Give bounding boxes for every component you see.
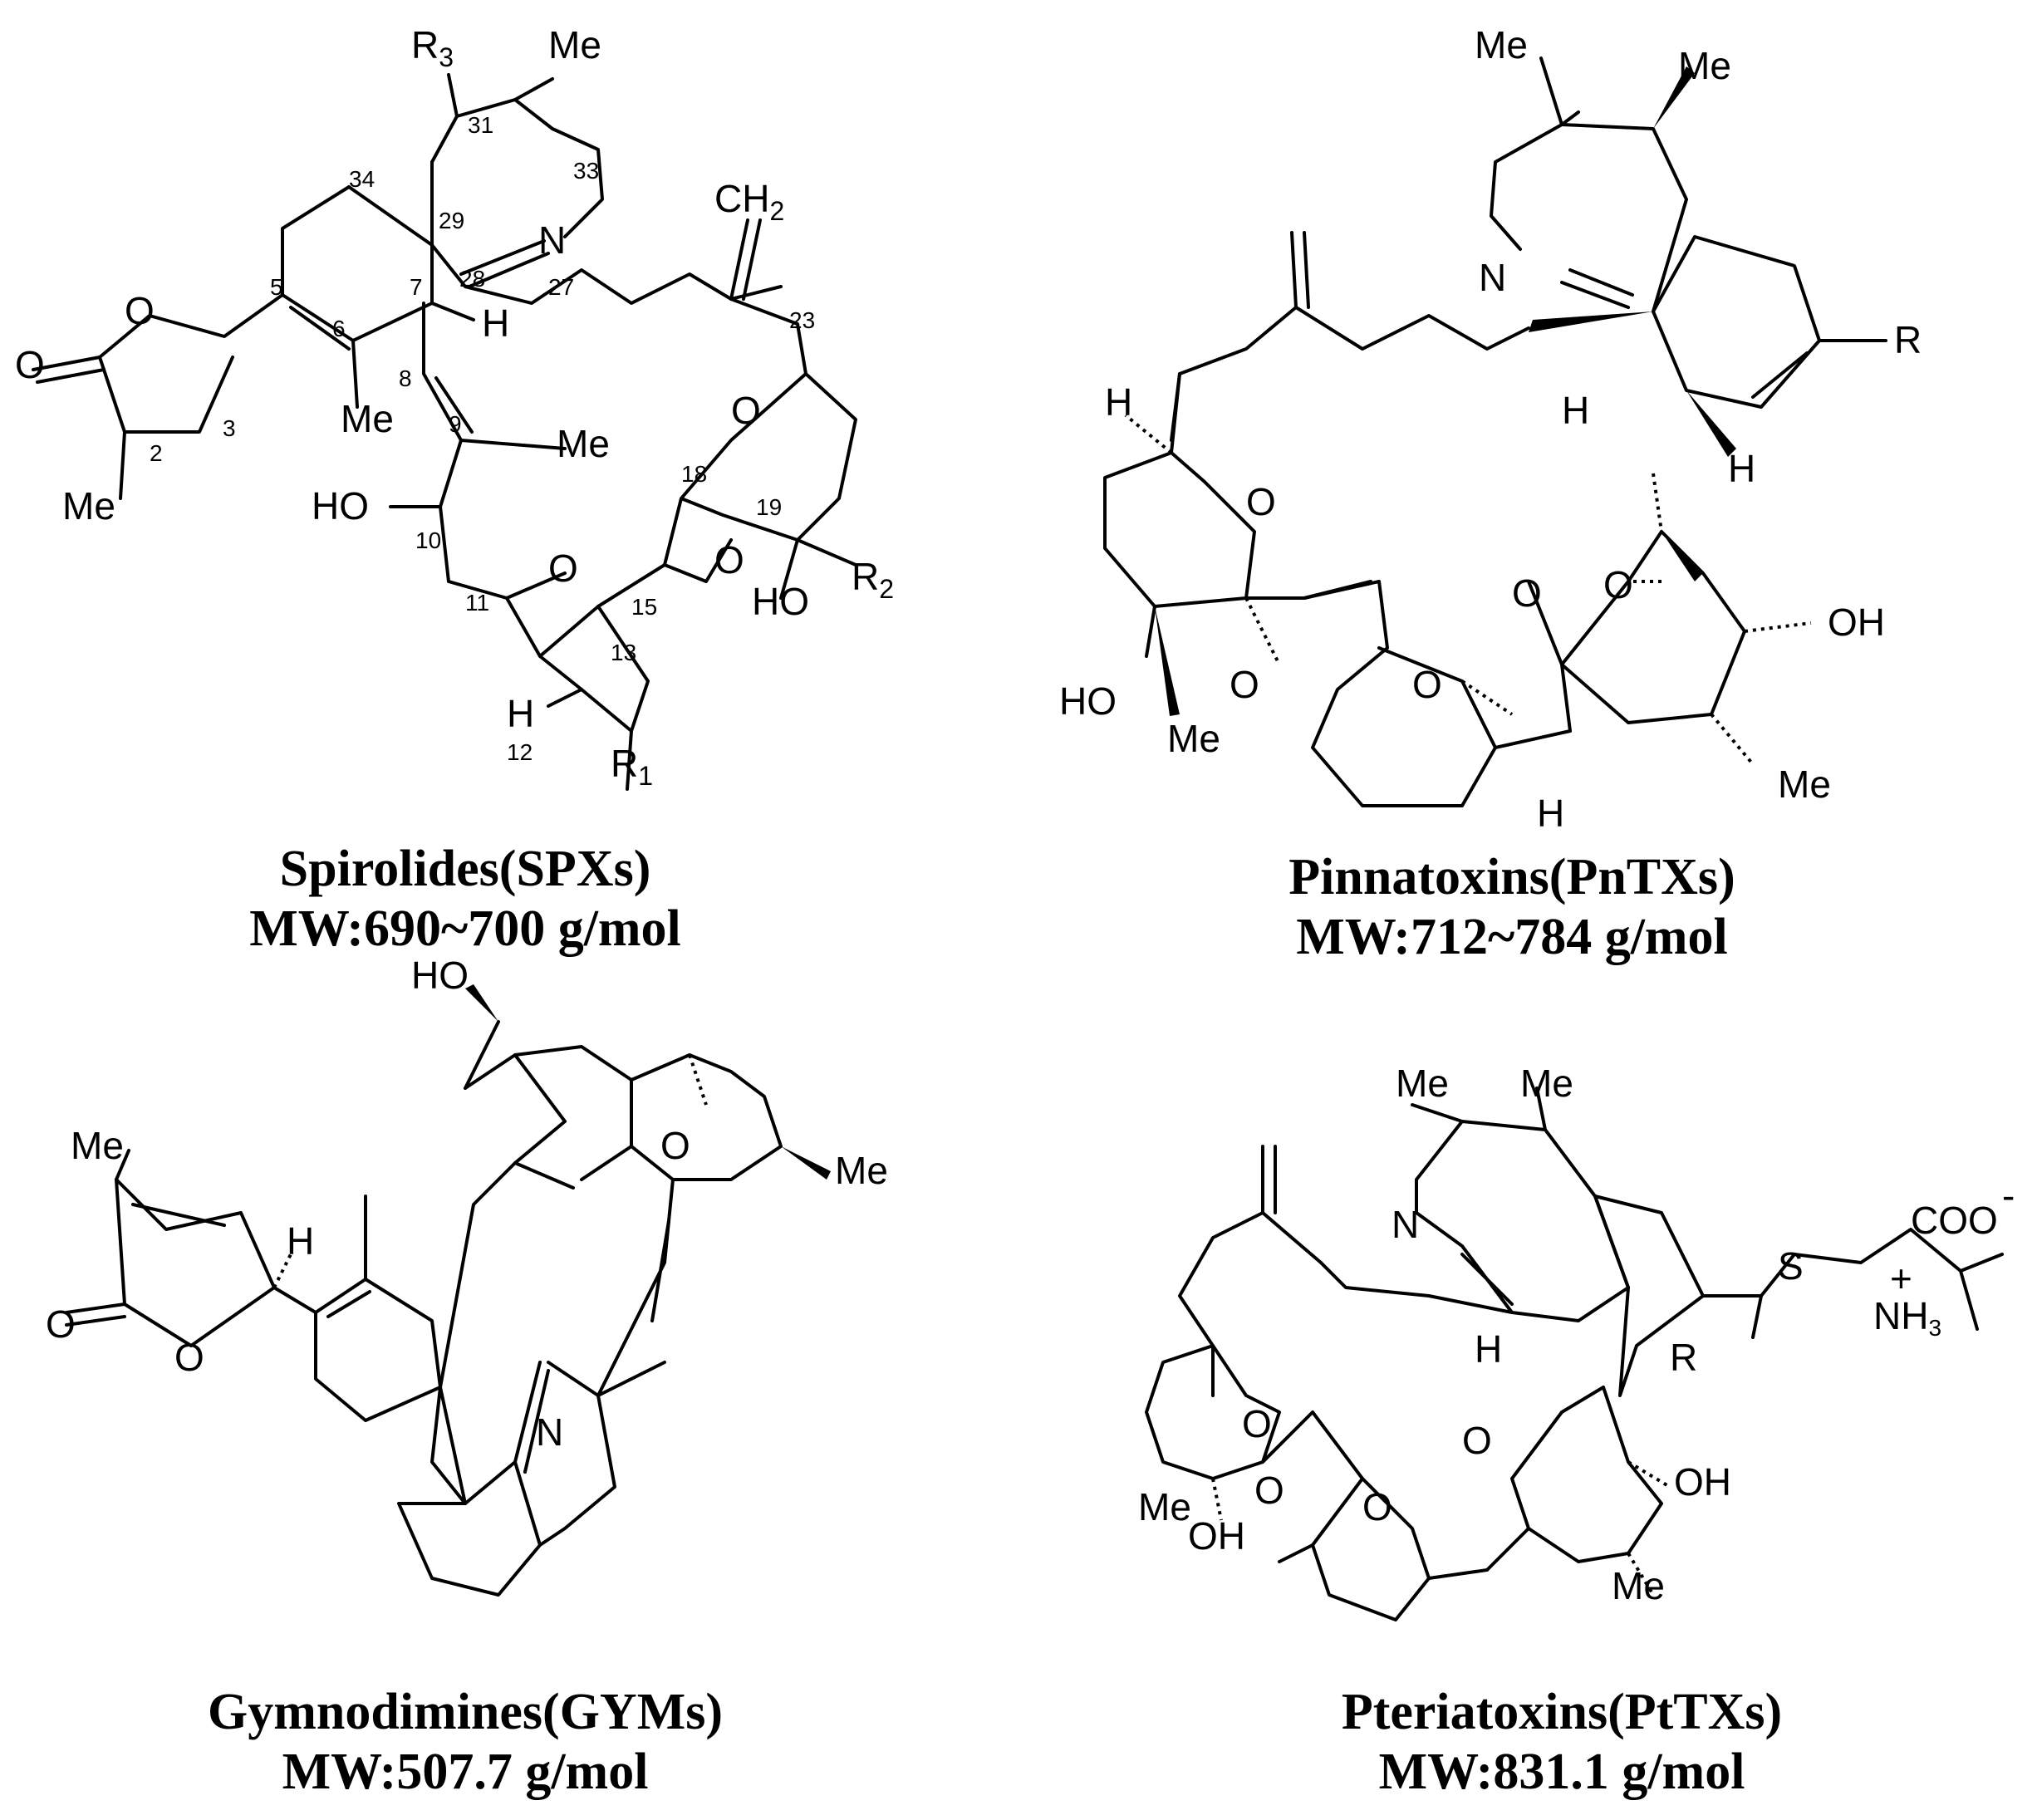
svg-text:13: 13 xyxy=(611,640,636,665)
svg-text:COO: COO xyxy=(1911,1199,1998,1242)
svg-text:Me: Me xyxy=(1475,23,1528,66)
svg-text:18: 18 xyxy=(681,461,707,487)
svg-text:Me: Me xyxy=(341,397,394,440)
svg-text:7: 7 xyxy=(410,274,423,300)
svg-text:O: O xyxy=(15,343,45,386)
svg-text:Me: Me xyxy=(62,484,115,527)
svg-text:Me: Me xyxy=(1612,1564,1665,1607)
svg-text:34: 34 xyxy=(349,166,375,192)
pinnatoxins-name: Pinnatoxins(PnTXs) xyxy=(1288,849,1735,905)
svg-text:NH3: NH3 xyxy=(1873,1294,1941,1341)
gymnodimines-caption: Gymnodimines(GYMs) MW:507.7 g/mol xyxy=(150,1682,781,1802)
svg-text:9: 9 xyxy=(449,411,462,437)
svg-text:O: O xyxy=(1242,1402,1272,1445)
svg-text:31: 31 xyxy=(468,112,493,138)
gymnodimines-structure: HO Me O Me H O O N xyxy=(46,954,888,1597)
svg-text:O: O xyxy=(1603,563,1633,606)
svg-text:N: N xyxy=(1392,1203,1419,1246)
svg-text:H: H xyxy=(1537,792,1564,835)
r3-label: R3 xyxy=(411,23,454,72)
svg-text:19: 19 xyxy=(756,494,782,520)
svg-text:29: 29 xyxy=(439,208,464,233)
svg-text:S: S xyxy=(1778,1244,1804,1288)
svg-text:3: 3 xyxy=(223,415,236,441)
svg-text:H: H xyxy=(1475,1327,1502,1371)
svg-text:Me: Me xyxy=(1138,1485,1191,1528)
svg-text:O: O xyxy=(1512,572,1542,615)
svg-text:33: 33 xyxy=(573,158,599,184)
svg-text:O: O xyxy=(46,1302,76,1346)
svg-text:OH: OH xyxy=(1674,1460,1731,1504)
svg-text:R1: R1 xyxy=(611,742,653,791)
svg-text:O: O xyxy=(548,547,578,590)
svg-text:H: H xyxy=(287,1219,314,1263)
svg-text:Me: Me xyxy=(1678,44,1731,87)
svg-text:H: H xyxy=(1105,380,1132,424)
svg-text:CH2: CH2 xyxy=(714,177,784,226)
svg-text:28: 28 xyxy=(459,266,485,292)
svg-text:OH: OH xyxy=(1188,1514,1245,1558)
pteriatoxins-mw: MW:831.1 g/mol xyxy=(1378,1744,1745,1800)
svg-text:N: N xyxy=(1479,256,1506,299)
svg-text:+: + xyxy=(1890,1257,1912,1300)
svg-text:H: H xyxy=(482,302,509,345)
svg-text:O: O xyxy=(1362,1485,1392,1528)
svg-text:HO: HO xyxy=(411,954,469,997)
svg-text:23: 23 xyxy=(789,307,815,333)
svg-text:O: O xyxy=(1246,480,1276,523)
svg-text:O: O xyxy=(1230,663,1259,706)
svg-text:Me: Me xyxy=(71,1124,124,1167)
svg-text:27: 27 xyxy=(548,274,574,300)
pteriatoxins-caption: Pteriatoxins(PtTXs) MW:831.1 g/mol xyxy=(1271,1682,1853,1802)
svg-text:O: O xyxy=(714,538,744,581)
svg-text:R: R xyxy=(1894,318,1922,361)
svg-text:Me: Me xyxy=(1778,763,1831,806)
svg-text:O: O xyxy=(660,1124,690,1167)
svg-text:R2: R2 xyxy=(852,555,894,604)
svg-text:Me: Me xyxy=(1520,1062,1573,1105)
svg-text:5: 5 xyxy=(270,274,283,300)
pinnatoxins-caption: Pinnatoxins(PnTXs) MW:712~784 g/mol xyxy=(1221,847,1803,967)
svg-text:11: 11 xyxy=(465,590,489,616)
pteriatoxins-structure: Me Me N S COO - H R + NH3 O O OH Me O O … xyxy=(1138,1062,2015,1621)
svg-text:R: R xyxy=(1670,1336,1697,1379)
spirolides-caption: Spirolides(SPXs) MW:690~700 g/mol xyxy=(191,839,739,959)
svg-text:6: 6 xyxy=(332,316,346,341)
svg-text:O: O xyxy=(1254,1469,1284,1512)
gymnodimines-mw: MW:507.7 g/mol xyxy=(282,1744,649,1800)
pinnatoxins-mw: MW:712~784 g/mol xyxy=(1296,909,1728,965)
svg-text:Me: Me xyxy=(548,23,601,66)
svg-text:2: 2 xyxy=(150,440,163,466)
spirolides-structure: R3 Me 31 33 34 29 CH2 N 28 27 5 7 H 23 O… xyxy=(15,23,894,791)
svg-text:HO: HO xyxy=(752,580,809,623)
svg-text:H: H xyxy=(1562,389,1589,432)
svg-text:10: 10 xyxy=(415,527,441,553)
svg-text:15: 15 xyxy=(631,594,657,620)
svg-text:N: N xyxy=(538,218,566,262)
svg-text:HO: HO xyxy=(312,484,369,527)
svg-text:8: 8 xyxy=(399,365,412,391)
svg-text:Me: Me xyxy=(557,422,610,465)
svg-text:Me: Me xyxy=(835,1149,888,1192)
svg-text:OH: OH xyxy=(1828,601,1885,644)
svg-text:O: O xyxy=(174,1336,204,1379)
svg-text:12: 12 xyxy=(507,739,533,765)
svg-text:O: O xyxy=(125,289,155,332)
svg-text:O: O xyxy=(1412,663,1442,706)
svg-text:-: - xyxy=(2002,1174,2015,1217)
spirolides-mw: MW:690~700 g/mol xyxy=(249,900,681,957)
svg-text:O: O xyxy=(731,389,761,432)
pinnatoxins-structure: Me Me N R H H H O O O OH HO O O Me H Me xyxy=(1059,23,1922,835)
svg-text:H: H xyxy=(1728,447,1755,490)
pteriatoxins-name: Pteriatoxins(PtTXs) xyxy=(1341,1684,1783,1740)
svg-text:N: N xyxy=(536,1410,563,1454)
gymnodimines-name: Gymnodimines(GYMs) xyxy=(208,1684,723,1740)
svg-text:Me: Me xyxy=(1396,1062,1449,1105)
svg-text:O: O xyxy=(1462,1419,1492,1462)
spirolides-name: Spirolides(SPXs) xyxy=(279,841,651,897)
svg-text:HO: HO xyxy=(1059,679,1117,723)
svg-text:H: H xyxy=(507,692,534,735)
svg-text:Me: Me xyxy=(1167,717,1220,760)
